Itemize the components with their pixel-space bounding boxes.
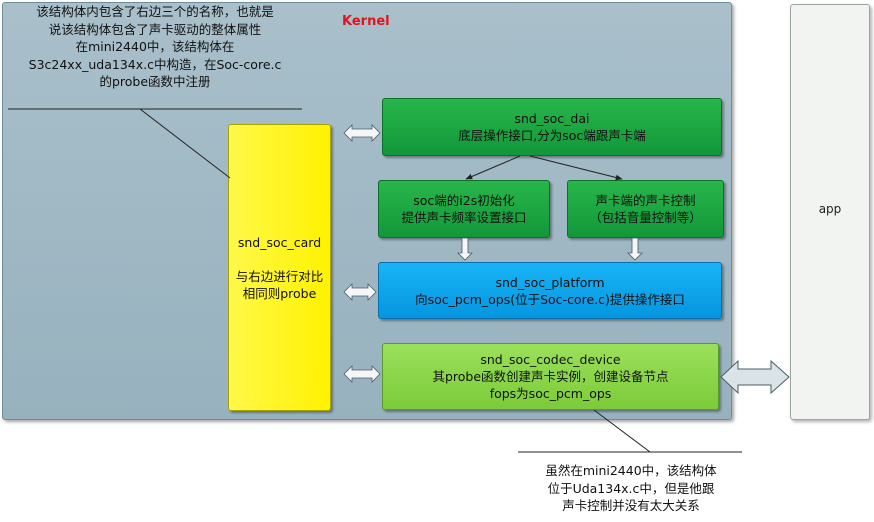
card-desc-line: 与右边进行对比 [235, 268, 324, 284]
codec-title: snd_soc_codec_device [480, 352, 621, 367]
app-label: app [818, 202, 842, 216]
codec-desc-line: fops为soc_pcm_ops [489, 386, 612, 401]
platform-desc: 向soc_pcm_ops(位于Soc-core.c)提供操作接口 [415, 291, 685, 307]
annotation-line: 该结构体内包含了右边三个的名称，也就是 [36, 4, 274, 19]
top-annotation: 该结构体内包含了右边三个的名称，也就是 说该结构体包含了声卡驱动的整体属性 在m… [2, 3, 308, 91]
annotation-line: S3c24xx_uda134x.c中构造，在Soc-core.c [28, 56, 282, 72]
annotation-line: 虽然在mini2440中，该结构体 [545, 463, 717, 478]
bottom-annotation: 虽然在mini2440中，该结构体 位于Uda134x.c中，但是他跟 声卡控制… [520, 462, 742, 515]
codec-control-line: 声卡端的声卡控制 [595, 193, 696, 208]
i2s-line: soc端的i2s初始化 [413, 193, 515, 208]
annotation-line: 声卡控制并没有太大关系 [562, 498, 700, 513]
codec-desc-line: 其probe函数创建声卡实例，创建设备节点 [432, 369, 669, 384]
codec-control-line: （包括音量控制等） [589, 210, 702, 225]
snd-soc-platform-box: snd_soc_platform 向soc_pcm_ops(位于Soc-core… [378, 262, 722, 319]
annotation-line: 位于Uda134x.c中，但是他跟 [547, 480, 715, 496]
kernel-label: Kernel [342, 14, 390, 29]
codec-control-box: 声卡端的声卡控制 （包括音量控制等） [567, 180, 724, 238]
card-title: snd_soc_card [237, 234, 322, 250]
soc-i2s-box: soc端的i2s初始化 提供声卡频率设置接口 [378, 180, 550, 238]
annotation-line: 的probe函数中注册 [99, 74, 211, 89]
dai-title: snd_soc_dai [514, 111, 590, 126]
snd-soc-codec-device-box: snd_soc_codec_device 其probe函数创建声卡实例，创建设备… [382, 343, 719, 410]
app-panel [790, 4, 870, 420]
dai-desc: 底层操作接口,分为soc端跟声卡端 [458, 128, 646, 143]
card-desc-line: 相同则probe [242, 285, 317, 301]
platform-title: snd_soc_platform [495, 274, 605, 290]
annotation-line: 在mini2440中，该结构体在 [75, 39, 235, 54]
annotation-line: 说该结构体包含了声卡驱动的整体属性 [48, 21, 262, 37]
i2s-line: 提供声卡频率设置接口 [401, 210, 527, 225]
snd-soc-dai-box: snd_soc_dai 底层操作接口,分为soc端跟声卡端 [382, 98, 722, 156]
snd-soc-card-box: snd_soc_card 与右边进行对比 相同则probe [228, 124, 331, 411]
